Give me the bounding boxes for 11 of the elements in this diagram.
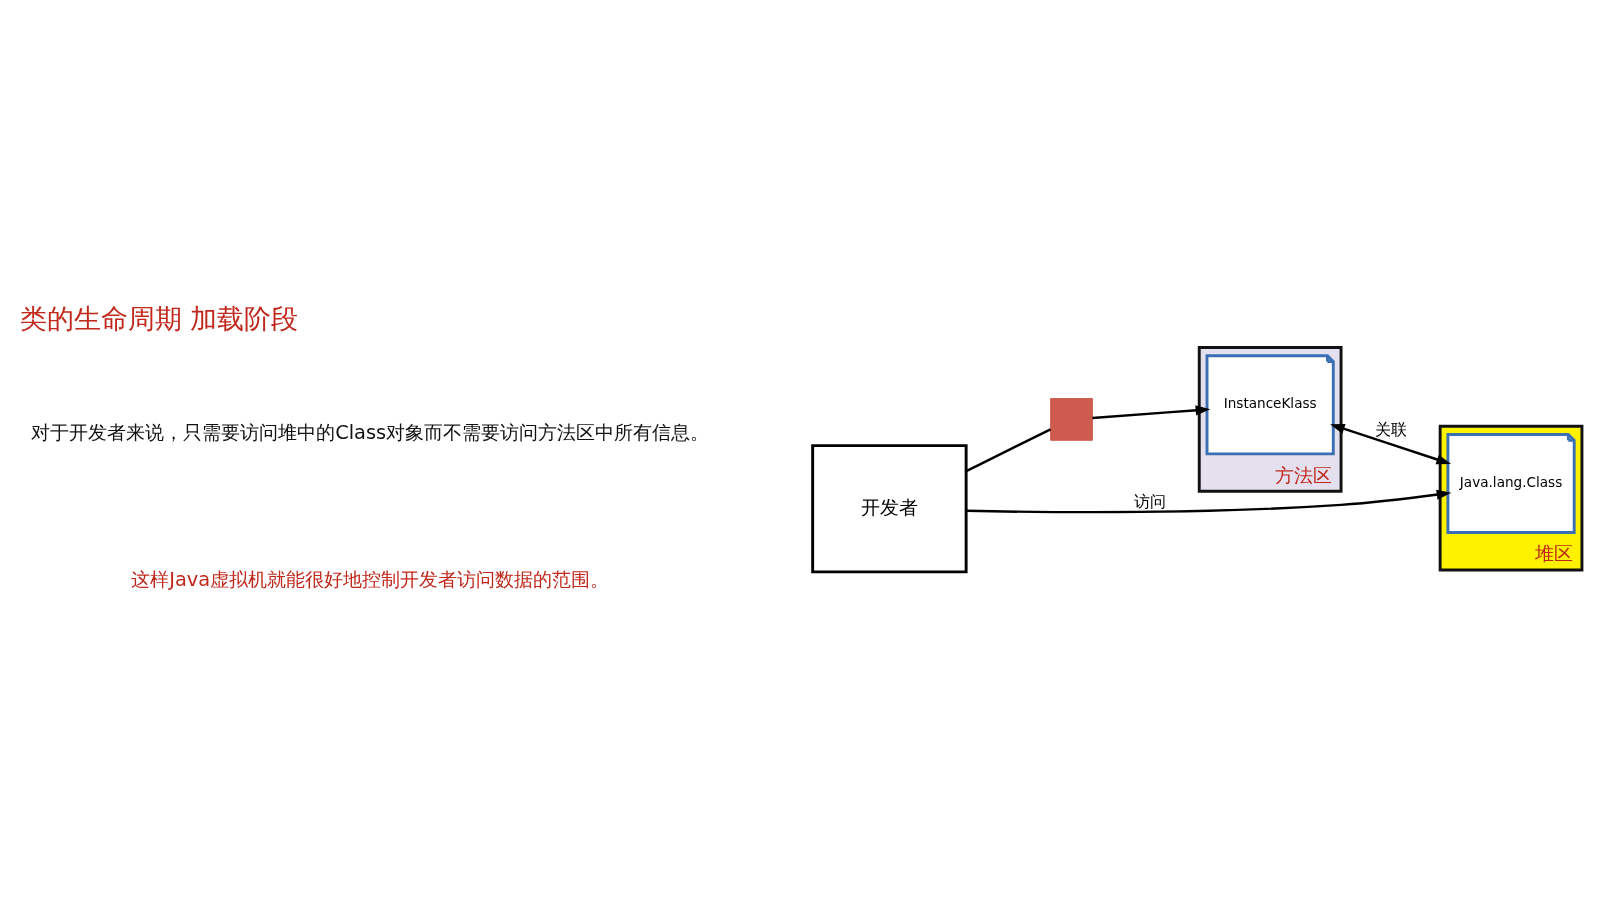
arrow: [966, 489, 1452, 514]
node-cross: [1050, 398, 1093, 441]
arrow: [1330, 424, 1452, 465]
edge-label: 访问: [1133, 492, 1166, 511]
node-box: 开发者: [811, 444, 968, 574]
label: 这样Java虚拟机就能很好地控制开发者访问数据的范围。: [131, 568, 610, 592]
label: 对于开发者来说，只需要访问堆中的Class对象而不需要访问方法区中所有信息。: [31, 420, 710, 444]
connector: [965, 428, 1052, 473]
diagram-title: 类的生命周期 加载阶段: [19, 302, 299, 334]
arrow: [1092, 405, 1211, 420]
edge-label: 关联: [1374, 420, 1407, 439]
